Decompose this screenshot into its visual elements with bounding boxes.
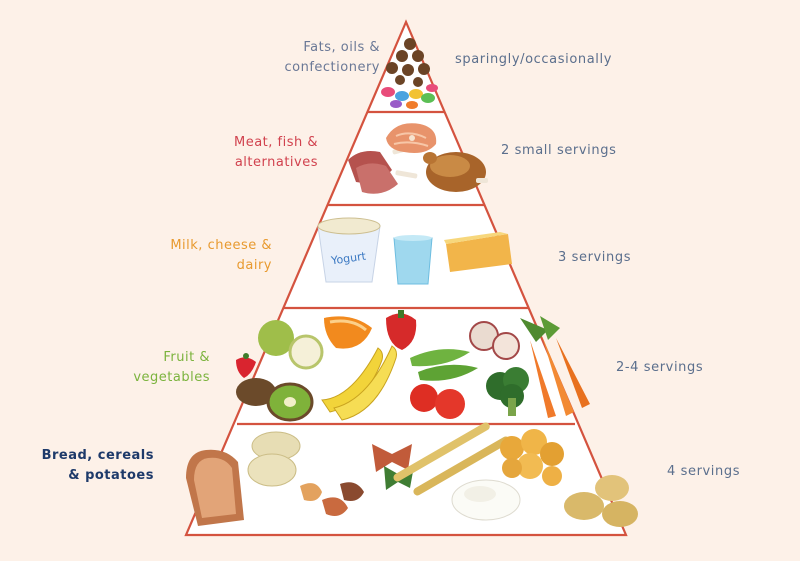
- kiwi-icon: [236, 378, 314, 422]
- svg-text:Yogurt: Yogurt: [329, 250, 367, 268]
- tier-label-meat: Meat, fish & alternatives: [233, 135, 318, 170]
- tomato-icon: [410, 384, 465, 419]
- broccoli-icon: [486, 367, 529, 416]
- yogurt-pot-icon: Yogurt: [317, 217, 381, 283]
- bread-slice-icon: [186, 449, 244, 526]
- tier-label-dairy: Milk, cheese & dairy: [170, 238, 272, 273]
- salmon-steak-icon: [386, 123, 437, 153]
- banana-icon: [321, 345, 397, 421]
- breadsticks-icon: [393, 422, 510, 496]
- cheese-wedge-icon: [444, 232, 512, 272]
- tier-label-bread: Bread, cereals & potatoes: [41, 448, 154, 483]
- milk-glass-icon: [393, 235, 433, 285]
- servings-fats: sparingly/occasionally: [455, 52, 612, 67]
- tier-label-fruit-veg: Fruit & vegetables: [133, 350, 210, 385]
- rice-icon: [451, 479, 521, 521]
- orange-icon: [324, 316, 372, 349]
- tier-dairy-foods: Yogurt: [317, 217, 512, 285]
- potatoes-icon: [564, 475, 638, 527]
- servings-bread: 4 servings: [667, 464, 741, 479]
- carrots-icon: [520, 316, 590, 418]
- tier-bread-foods: [186, 422, 638, 527]
- peas-icon: [410, 349, 478, 381]
- tier-fats-foods: [381, 38, 438, 109]
- rice-cakes-icon: [247, 431, 301, 487]
- pepper-icon: [386, 310, 417, 350]
- sweets-icon: [381, 84, 438, 109]
- roast-chicken-icon: [423, 152, 488, 192]
- cornflakes-icon: [500, 429, 564, 486]
- chocolate-icon: [386, 38, 430, 87]
- strawberry-icon: [236, 353, 256, 378]
- tier-label-fats: Fats, oils & confectionery: [284, 40, 380, 75]
- tier-fruit-veg-foods: [236, 310, 590, 422]
- onion-icon: [469, 321, 520, 360]
- tier-meat-foods: [348, 123, 488, 194]
- servings-meat: 2 small servings: [501, 143, 617, 158]
- servings-fruit-veg: 2-4 servings: [616, 360, 704, 375]
- apple-icon: [258, 320, 324, 370]
- servings-dairy: 3 servings: [558, 250, 632, 265]
